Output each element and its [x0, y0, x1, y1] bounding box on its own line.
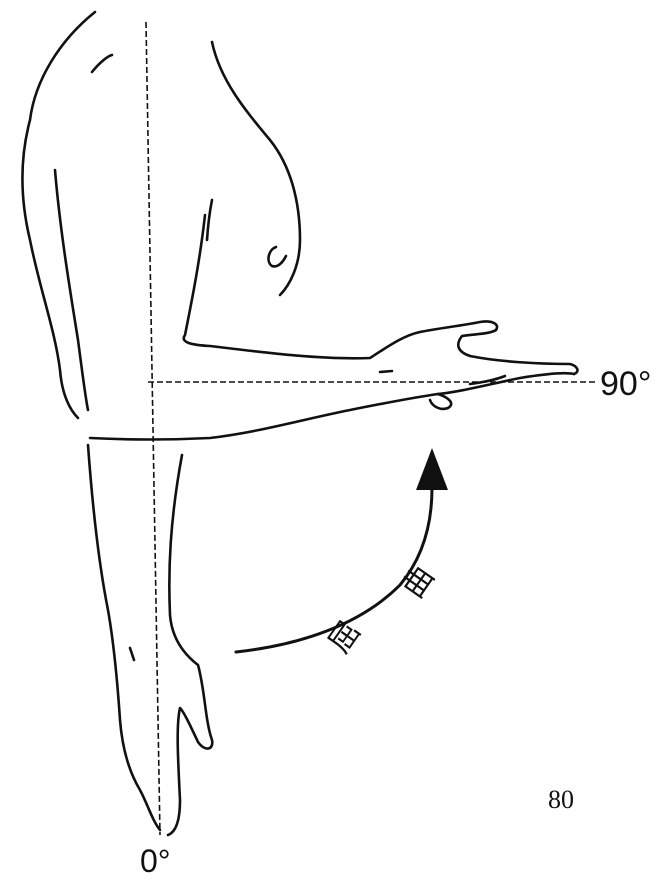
arrowhead-icon: [416, 448, 448, 490]
page-number: 80: [548, 785, 574, 814]
flexed-arm-crease-1: [380, 371, 392, 372]
hanging-arm-outline-left: [88, 445, 160, 830]
armpit-stroke: [207, 200, 212, 240]
angle-label-90: 90°: [600, 365, 651, 403]
hanging-arm-outline-right: [168, 455, 212, 835]
flexed-arm-upper-edge: [184, 215, 578, 374]
motion-label-char-2: 曲: [397, 561, 441, 605]
vertical-reference-axis: [146, 22, 160, 835]
flexed-arm-lower-edge: [90, 373, 574, 439]
hanging-arm-crease: [130, 648, 134, 660]
angle-label-0: 0°: [140, 843, 171, 879]
nipple-mark: [269, 247, 286, 266]
flexed-arm-thumb: [430, 394, 451, 409]
motion-label-char-1: 屈: [323, 616, 367, 660]
shoulder-stroke: [92, 55, 112, 72]
